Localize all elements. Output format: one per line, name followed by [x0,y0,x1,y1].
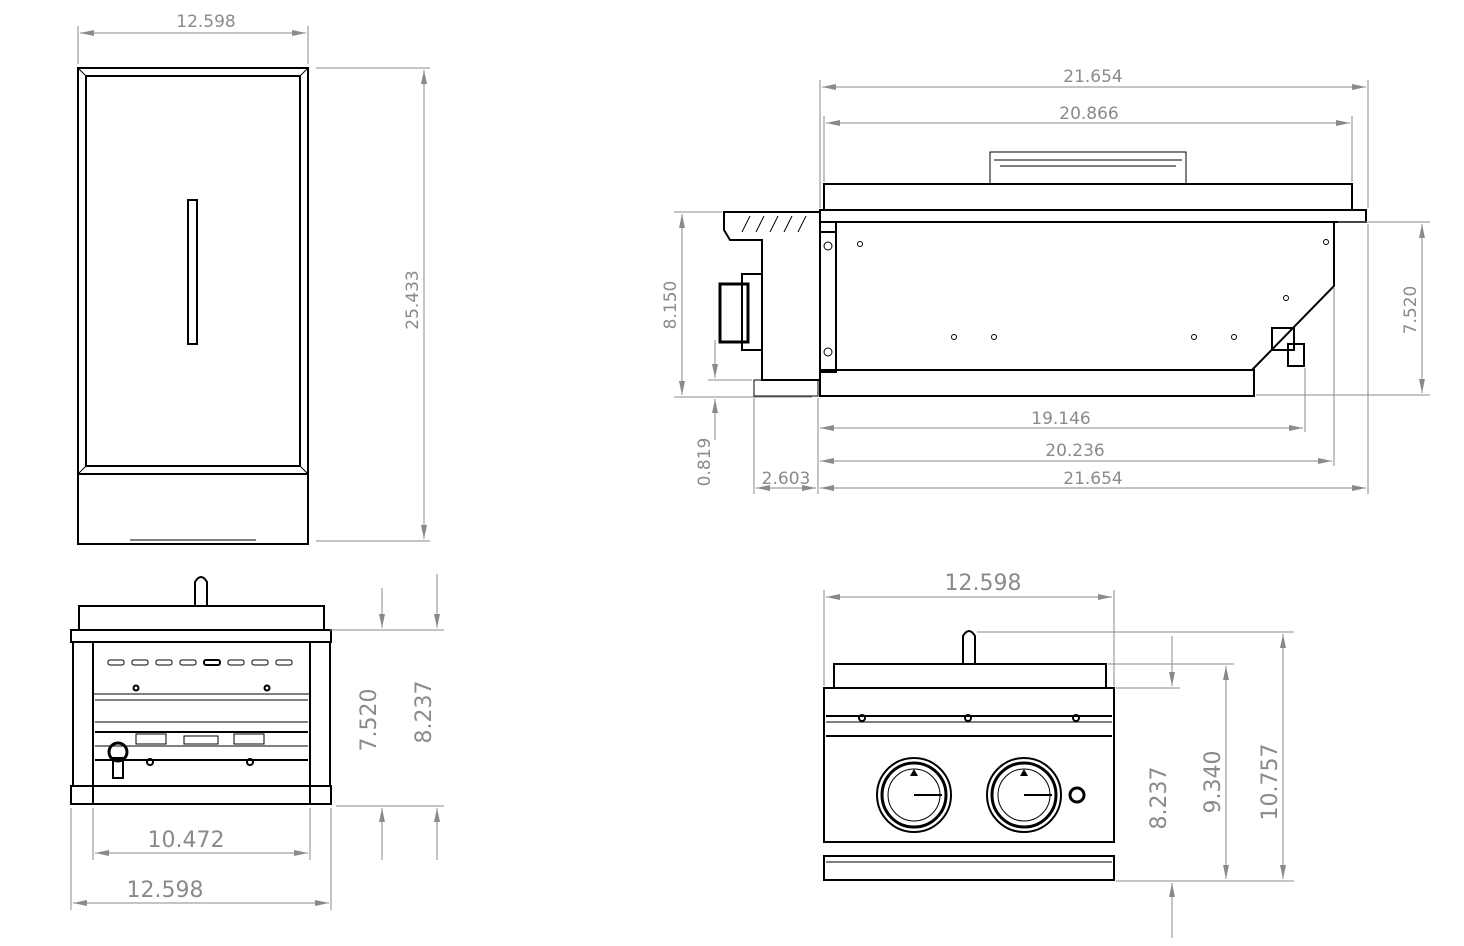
burner-knob-right [986,757,1062,833]
dim-label-control-height-c: 10.757 [1258,744,1283,821]
top-view [77,67,309,545]
dim-label-control-height-b: 9.340 [1201,751,1226,814]
dim-label-side-cutout: 19.146 [1031,409,1090,429]
dim-front-width: 12.598 [70,808,332,910]
dim-control-height-b: 9.340 [1108,663,1234,879]
dim-control-height-c: 10.757 [977,631,1294,879]
dim-label-front-width: 12.598 [127,878,204,903]
dim-side-overall-top: 21.654 [819,67,1369,208]
dim-label-side-lid: 20.866 [1059,104,1118,124]
front-view [70,576,332,805]
burner-knob-left [876,757,952,833]
dim-label-front-inner-width: 10.472 [148,828,225,853]
dim-side-base-offset: 0.819 [695,340,752,486]
dim-label-side-height-right: 7.520 [1401,286,1421,335]
side-view [718,151,1367,397]
dim-side-lid: 20.866 [823,104,1353,182]
dim-label-control-width: 12.598 [945,571,1022,596]
dim-side-height-left: 8.150 [661,211,812,398]
dim-top-width: 12.598 [77,12,309,64]
dim-label-control-height-a: 8.237 [1147,767,1172,830]
dim-side-body: 20.236 [820,288,1335,466]
dim-control-height-a: 8.237 [1116,636,1294,938]
dim-label-side-overall-top: 21.654 [1063,67,1122,87]
control-view [823,630,1115,881]
dim-label-side-overall-bottom: 21.654 [1063,469,1122,489]
dim-label-side-height-left: 8.150 [661,281,681,330]
dim-control-width: 12.598 [823,571,1115,686]
dim-side-cutout: 19.146 [817,368,1306,494]
dim-label-top-depth: 25.433 [403,270,423,329]
dim-label-side-knob-projection: 2.603 [762,469,811,489]
dim-label-side-body: 20.236 [1045,441,1104,461]
dim-label-front-height-total: 8.237 [412,681,437,744]
dim-side-height-right: 7.520 [1256,221,1430,396]
dim-label-side-base-offset: 0.819 [695,438,715,487]
dim-top-depth: 25.433 [316,67,430,542]
dim-label-front-height-body: 7.520 [357,689,382,752]
dim-label-top-width: 12.598 [176,12,235,32]
dim-front-height-total: 8.237 [330,574,444,860]
dim-front-inner-width: 10.472 [92,808,311,860]
dim-side-overall-bottom: 21.654 2.603 [753,224,1369,494]
igniter-button [1068,786,1086,804]
